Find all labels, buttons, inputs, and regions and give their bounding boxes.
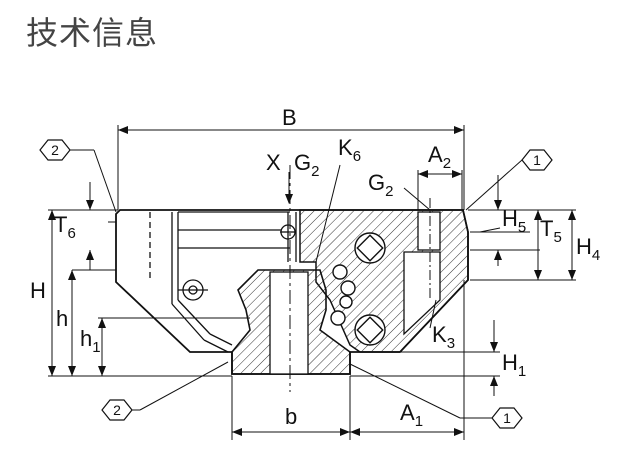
callout-1-top-label: 1	[533, 152, 541, 168]
left-cover	[149, 211, 290, 353]
label-b: b	[285, 404, 297, 429]
label-h: h	[56, 306, 68, 331]
lube-fitting	[178, 212, 297, 301]
label-T6: T6	[54, 212, 76, 242]
label-K3: K3	[432, 322, 455, 352]
callout-2-bottom-label: 2	[113, 402, 121, 418]
label-A1: A1	[400, 400, 423, 430]
callout-2-top: 2	[39, 139, 94, 161]
label-h1: h1	[80, 326, 101, 356]
callout-1-bottom: 1	[460, 407, 523, 429]
page-title: 技术信息	[26, 14, 159, 52]
label-G2-right: G2	[368, 170, 393, 200]
label-B: B	[282, 105, 297, 130]
rolling-elements	[330, 232, 386, 346]
label-H: H	[30, 278, 46, 303]
label-X: X	[266, 150, 281, 175]
callout-2-top-label: 2	[51, 142, 59, 158]
callout-2-bottom: 2	[101, 399, 140, 421]
callout-1-bottom-label: 1	[503, 410, 511, 426]
label-H1: H1	[502, 350, 526, 380]
label-K6: K6	[338, 135, 361, 165]
dimension-lines	[48, 125, 576, 440]
label-H5: H5	[502, 206, 526, 236]
arrowheads	[48, 126, 576, 436]
callout-1-top: 1	[521, 149, 553, 171]
label-H4: H4	[576, 234, 600, 264]
label-T5: T5	[540, 216, 562, 246]
label-G2-top: G2	[294, 150, 319, 180]
label-A2: A2	[428, 142, 451, 172]
